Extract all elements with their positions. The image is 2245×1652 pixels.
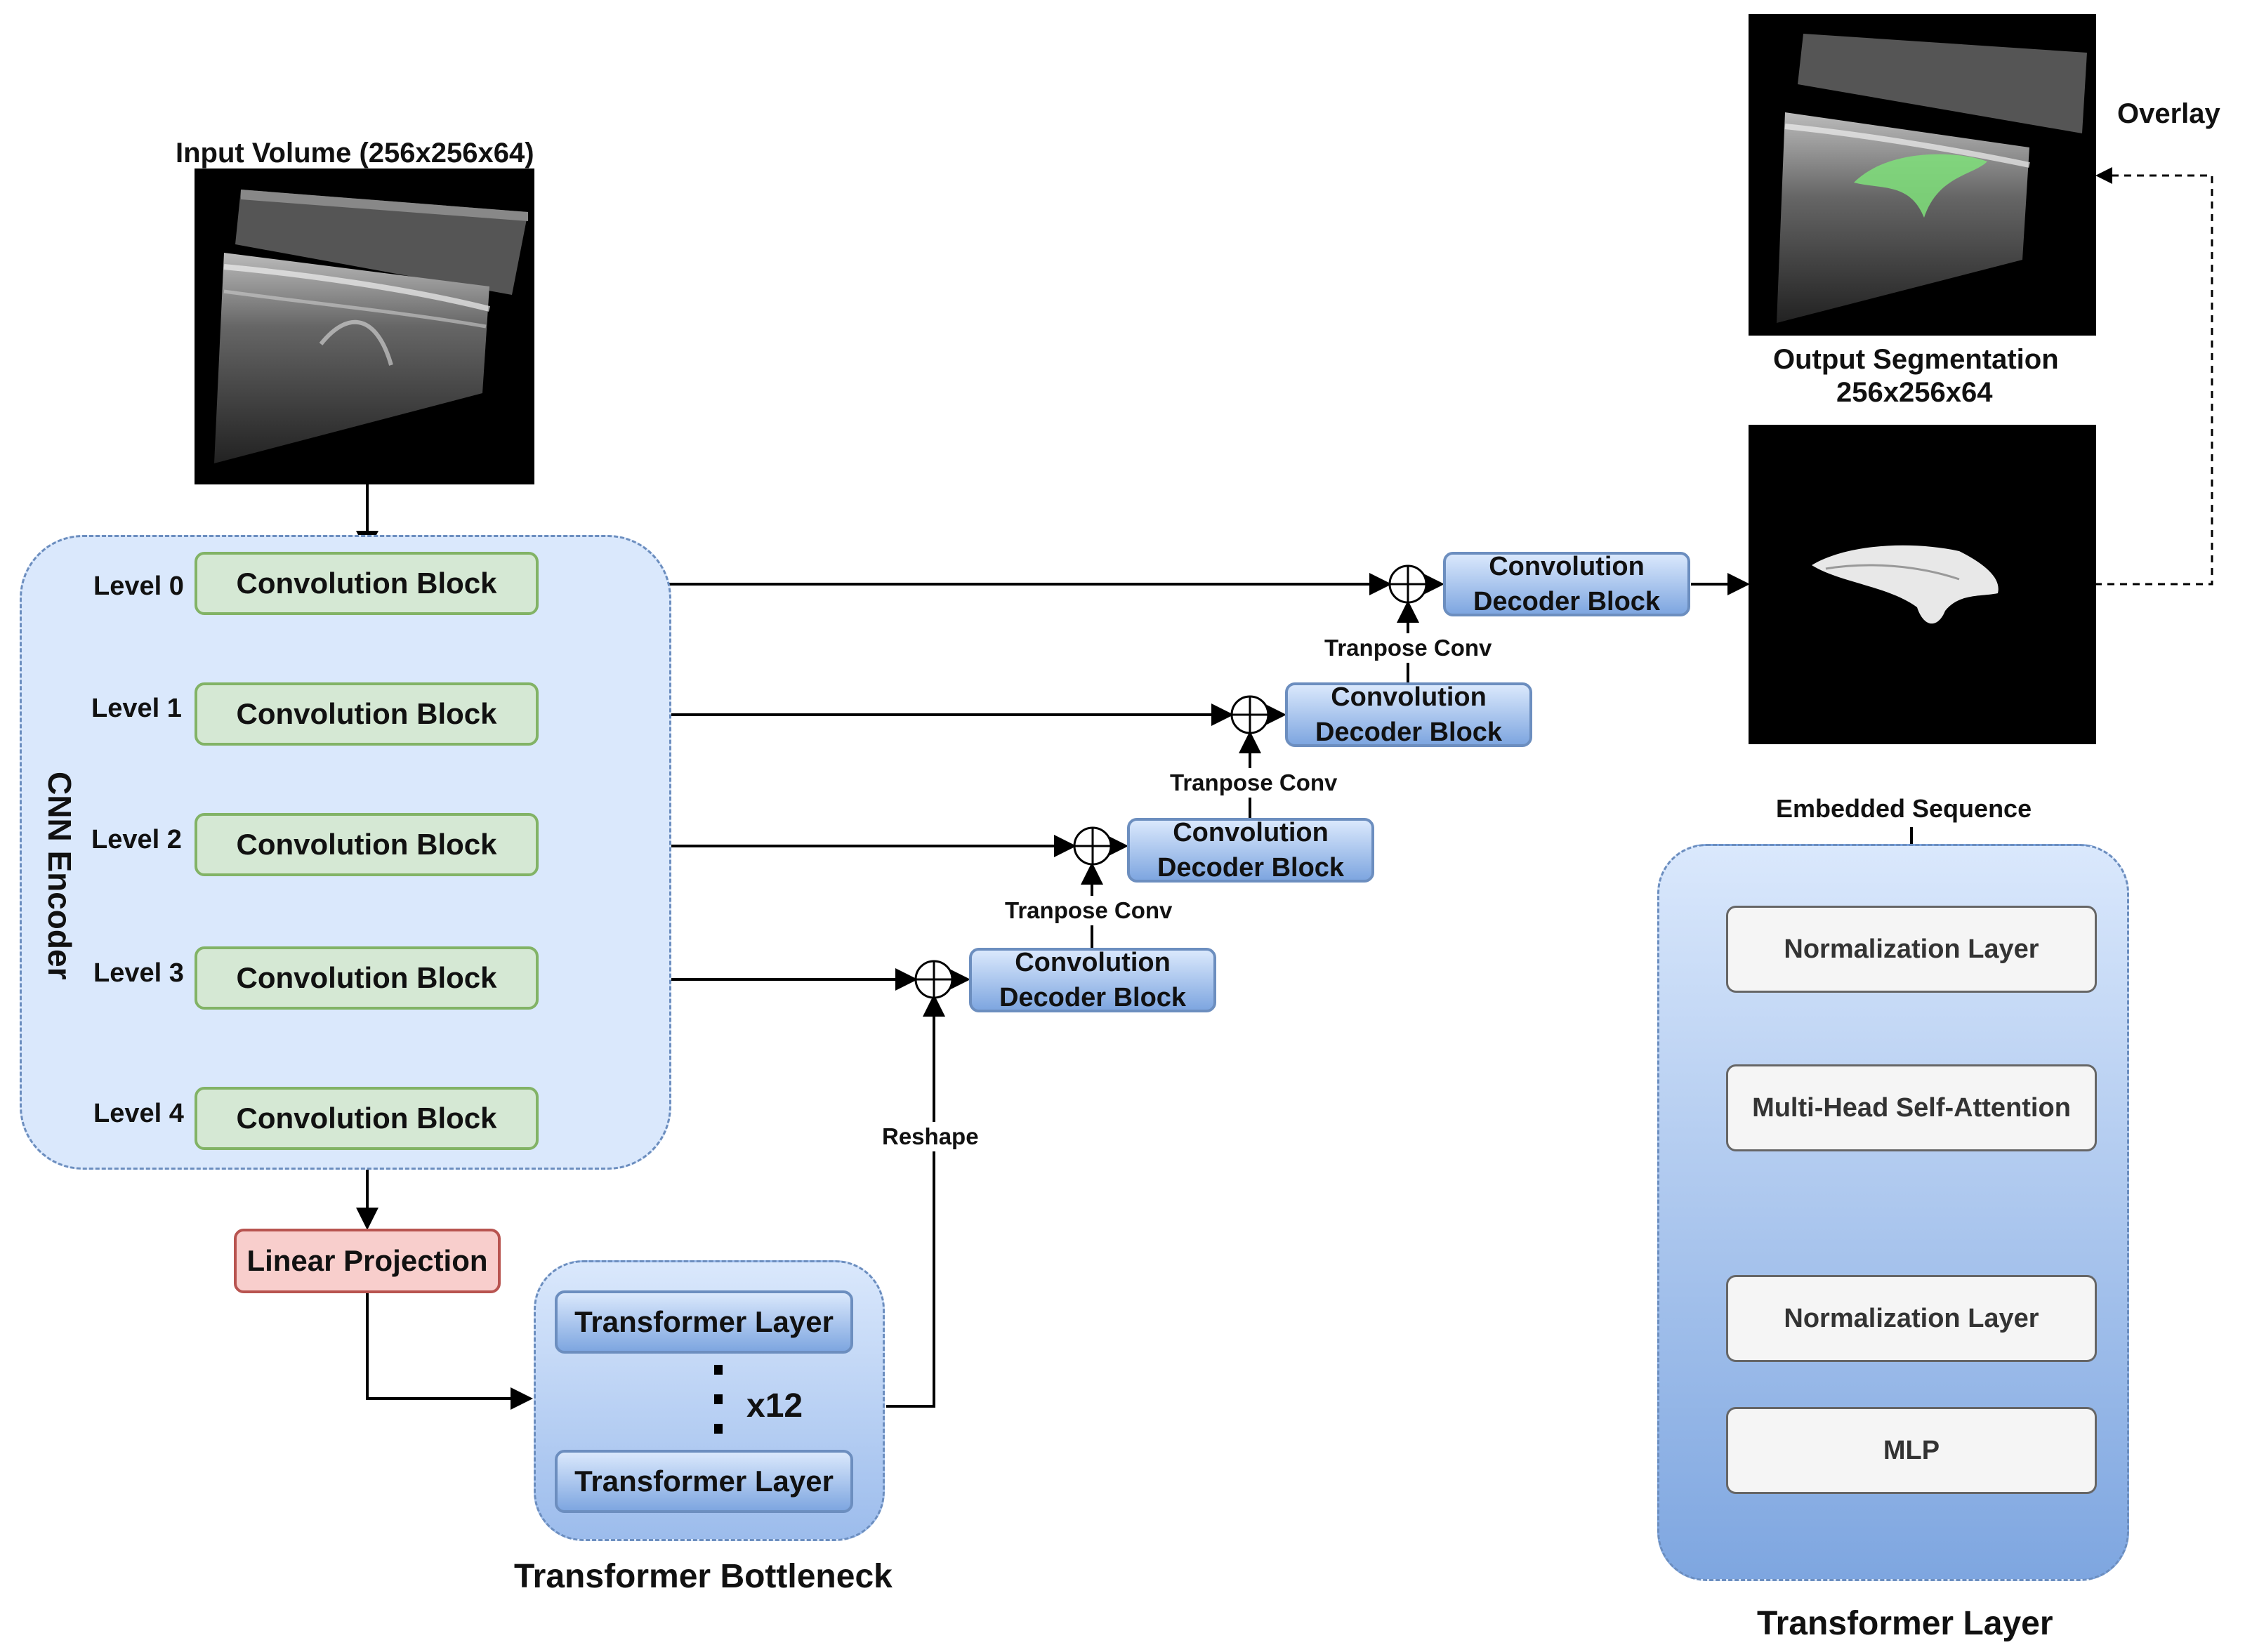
output-title-line1: Output Segmentation	[1773, 344, 2059, 375]
overlay-connector	[2095, 167, 2213, 586]
level-label-3: Level 3	[93, 958, 184, 988]
convolution-block-level0: Convolution Block	[195, 552, 539, 615]
bottleneck-ellipsis	[714, 1365, 723, 1434]
decoder-block-level1: Convolution Decoder Block	[1285, 682, 1532, 747]
transformer-layer-bottom: Transformer Layer	[555, 1450, 853, 1513]
arrow-projection-to-bottleneck	[366, 1293, 533, 1410]
decoder-block-level1-line1: Convolution	[1331, 682, 1487, 712]
input-volume-image	[195, 168, 534, 484]
convolution-block-level4: Convolution Block	[195, 1087, 539, 1150]
mlp-block: MLP	[1726, 1407, 2097, 1494]
oct-volume-render	[214, 190, 528, 463]
sum-node-level2	[1073, 826, 1112, 866]
embedded-sequence-label: Embedded Sequence	[1776, 794, 2032, 823]
decoder-block-level3-line1: Convolution	[1015, 948, 1171, 977]
decoder-block-level1-line2: Decoder Block	[1315, 718, 1503, 747]
normalization-layer-1: Normalization Layer	[1726, 906, 2097, 993]
level-label-4: Level 4	[93, 1099, 184, 1128]
decoder-block-level3-line2: Decoder Block	[999, 983, 1187, 1012]
output-title-line2: 256x256x64	[1836, 377, 1993, 408]
linear-projection-block: Linear Projection	[234, 1229, 501, 1293]
sum-node-level0	[1388, 564, 1428, 604]
transformer-layer-top: Transformer Layer	[555, 1290, 853, 1354]
transpose-conv-label-3: Tranpose Conv	[1320, 633, 1496, 663]
decoder-block-level2: Convolution Decoder Block	[1127, 818, 1374, 883]
decoder-block-level0-line2: Decoder Block	[1473, 587, 1661, 616]
cnn-encoder-title: CNN Encoder	[41, 772, 78, 980]
decoder-block-level0: Convolution Decoder Block	[1443, 552, 1690, 616]
sum-node-level3	[914, 960, 954, 999]
bottleneck-repeat-count: x12	[746, 1387, 803, 1425]
level-label-1: Level 1	[91, 694, 182, 723]
segmentation-mask-render	[1812, 545, 1999, 624]
bottleneck-title: Transformer Bottleneck	[514, 1558, 893, 1595]
reshape-label: Reshape	[878, 1122, 983, 1151]
level-label-0: Level 0	[93, 571, 184, 601]
output-segmentation-image	[1749, 425, 2096, 744]
arrow-reshape	[886, 994, 945, 1408]
decoder-block-level3: Convolution Decoder Block	[969, 948, 1216, 1012]
decoder-block-level2-line2: Decoder Block	[1157, 853, 1345, 883]
transpose-conv-label-1: Tranpose Conv	[1001, 896, 1177, 925]
sum-node-level1	[1230, 695, 1270, 734]
input-volume-title: Input Volume (256x256x64)	[176, 138, 534, 168]
transformer-layer-title: Transformer Layer	[1757, 1605, 2053, 1642]
overlay-volume-render	[1777, 34, 2087, 323]
output-overlay-image	[1749, 14, 2096, 336]
decoder-block-level2-line1: Convolution	[1173, 818, 1329, 847]
transpose-conv-label-2: Tranpose Conv	[1166, 768, 1342, 798]
overlay-label: Overlay	[2117, 98, 2220, 129]
convolution-block-level2: Convolution Block	[195, 813, 539, 876]
decoder-block-level0-line1: Convolution	[1489, 552, 1645, 581]
convolution-block-level3: Convolution Block	[195, 946, 539, 1010]
level-label-2: Level 2	[91, 825, 182, 854]
normalization-layer-2: Normalization Layer	[1726, 1275, 2097, 1362]
multi-head-self-attention-block: Multi-Head Self-Attention	[1726, 1064, 2097, 1151]
convolution-block-level1: Convolution Block	[195, 682, 539, 746]
